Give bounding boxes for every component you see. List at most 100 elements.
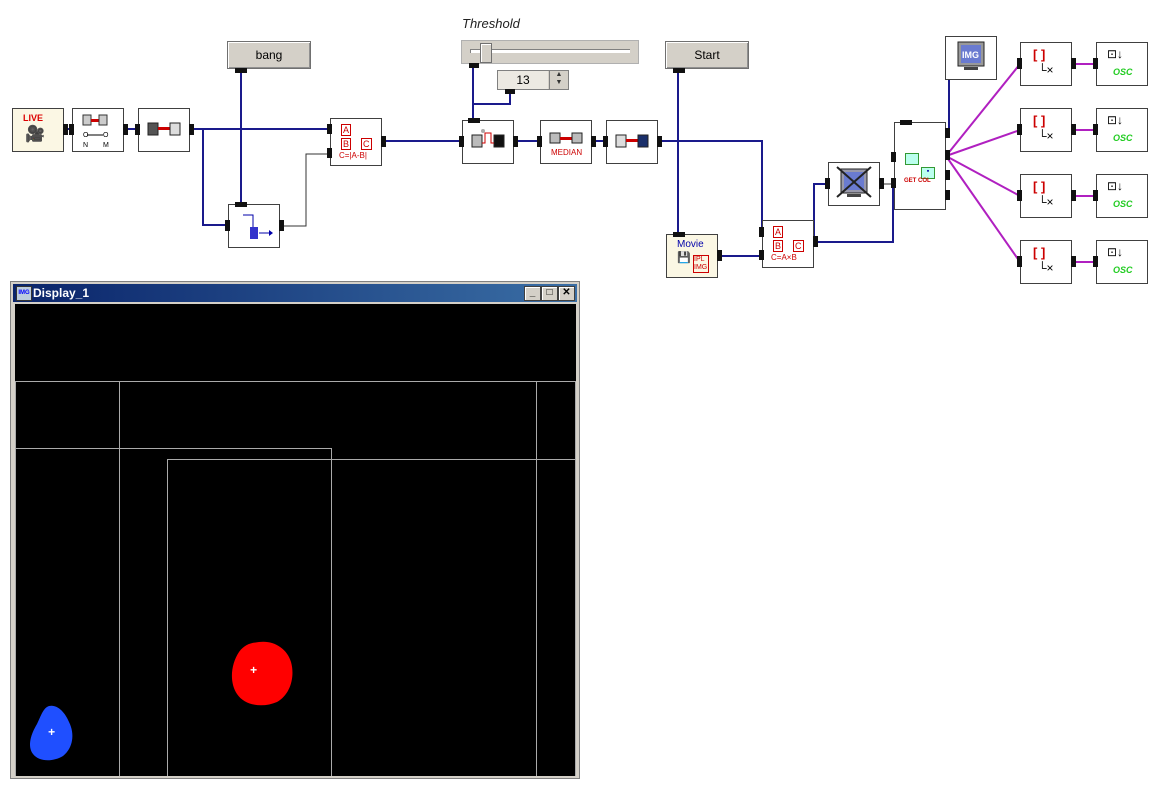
colorize-outlet[interactable] <box>657 136 662 147</box>
blob-track-node[interactable] <box>828 162 880 206</box>
extract-outlet-1[interactable] <box>1071 58 1076 69</box>
live-camera-node[interactable]: LIVE 🎥 <box>12 108 64 152</box>
threshold-value[interactable]: 13 <box>498 71 548 89</box>
sample-top-inlet[interactable] <box>235 202 247 207</box>
get-col-outlet-3[interactable] <box>945 170 950 180</box>
get-col-top-inlet[interactable] <box>900 120 912 125</box>
extract-inlet-3[interactable] <box>1017 190 1022 201</box>
median-outlet[interactable] <box>591 136 596 147</box>
color-convert-outlet[interactable] <box>189 124 194 135</box>
abs-diff-node[interactable]: A B C C=|A-B| <box>330 118 382 166</box>
bang-button[interactable]: bang <box>227 41 311 69</box>
osc-inlet-2[interactable] <box>1093 124 1098 135</box>
extract-node-1[interactable]: [ ] └× <box>1020 42 1072 86</box>
color-convert-node[interactable] <box>138 108 190 152</box>
multiply-inlet-b[interactable] <box>759 250 764 260</box>
sample-inlet[interactable] <box>225 220 230 231</box>
img-display-node[interactable]: IMG <box>945 36 997 80</box>
threshold-number-box[interactable]: 13 ▲▼ <box>497 70 569 90</box>
extract-node-3[interactable]: [ ] └× <box>1020 174 1072 218</box>
get-col-outlet-1[interactable] <box>945 128 950 138</box>
abs-diff-outlet[interactable] <box>381 136 386 147</box>
bracket-icon: [ ] <box>1033 245 1046 260</box>
slider-thumb[interactable] <box>480 43 492 63</box>
start-outlet[interactable] <box>673 68 685 73</box>
blob-track-outlet[interactable] <box>879 178 884 189</box>
colorize-inlet[interactable] <box>603 136 608 147</box>
movie-node[interactable]: Movie 💾 IPL IMG <box>666 234 718 278</box>
img-app-icon: IMG <box>16 286 32 301</box>
median-icon <box>549 132 583 144</box>
threshold-node[interactable] <box>462 120 514 164</box>
get-col-node[interactable]: ▪ GET COL <box>894 122 946 210</box>
display-video-area[interactable]: + + <box>15 304 576 776</box>
threshold-inlet[interactable] <box>459 136 464 147</box>
sample-icon <box>243 214 273 239</box>
switch-inlet[interactable] <box>69 124 74 135</box>
threshold-top-inlet[interactable] <box>468 118 480 123</box>
input-a-label: A <box>341 124 352 136</box>
multiply-inlet-a[interactable] <box>759 227 764 237</box>
sample-hold-node[interactable] <box>228 204 280 248</box>
osc-node-1[interactable]: ⊡↓ OSC <box>1096 42 1148 86</box>
maximize-button[interactable]: □ <box>541 286 558 301</box>
get-col-inlet-2[interactable] <box>891 178 896 188</box>
svg-text:N: N <box>83 142 88 149</box>
movie-label: Movie <box>677 239 704 250</box>
extract-inlet-1[interactable] <box>1017 58 1022 69</box>
extract-node-2[interactable]: [ ] └× <box>1020 108 1072 152</box>
osc-inlet-3[interactable] <box>1093 190 1098 201</box>
camera-outlet[interactable] <box>63 124 68 135</box>
osc-inlet-1[interactable] <box>1093 58 1098 69</box>
movie-top-inlet[interactable] <box>673 232 685 237</box>
threshold-slider[interactable] <box>461 40 639 64</box>
get-col-inlet-1[interactable] <box>891 152 896 162</box>
multiply-formula: C=A×B <box>771 253 797 262</box>
multiply-node[interactable]: A B C C=A×B <box>762 220 814 268</box>
abs-diff-inlet-a[interactable] <box>327 124 332 134</box>
extract-outlet-3[interactable] <box>1071 190 1076 201</box>
abs-diff-inlet-b[interactable] <box>327 148 332 158</box>
spin-outlet[interactable] <box>505 89 515 94</box>
slider-outlet[interactable] <box>469 63 479 68</box>
bang-outlet[interactable] <box>235 68 247 73</box>
osc-label: OSC <box>1113 67 1133 77</box>
spin-arrows-icon[interactable]: ▲▼ <box>549 71 568 89</box>
minimize-button[interactable]: _ <box>524 286 541 301</box>
median-node[interactable]: MEDIAN <box>540 120 592 164</box>
close-button[interactable]: ✕ <box>558 286 575 301</box>
multiply-outlet[interactable] <box>813 236 818 247</box>
threshold-icon <box>471 129 505 148</box>
threshold-outlet[interactable] <box>513 136 518 147</box>
colorize-node[interactable] <box>606 120 658 164</box>
osc-node-3[interactable]: ⊡↓ OSC <box>1096 174 1148 218</box>
get-col-outlet-4[interactable] <box>945 190 950 200</box>
extract-inlet-2[interactable] <box>1017 124 1022 135</box>
img-label: IMG <box>962 50 979 60</box>
extract-outlet-4[interactable] <box>1071 256 1076 267</box>
extract-inlet-4[interactable] <box>1017 256 1022 267</box>
display-titlebar[interactable]: IMG Display_1 _ □ ✕ <box>13 284 577 302</box>
plug-icon: ⊡↓ <box>1107 47 1124 61</box>
colorize-icon <box>615 134 649 148</box>
sample-outlet[interactable] <box>279 220 284 231</box>
movie-outlet[interactable] <box>717 250 722 261</box>
osc-node-4[interactable]: ⊡↓ OSC <box>1096 240 1148 284</box>
extract-outlet-2[interactable] <box>1071 124 1076 135</box>
switch-outlet[interactable] <box>123 124 128 135</box>
switch-icon: O O N M <box>82 114 109 149</box>
color-convert-inlet[interactable] <box>135 124 140 135</box>
osc-node-2[interactable]: ⊡↓ OSC <box>1096 108 1148 152</box>
color-convert-icon <box>147 122 181 136</box>
display-window[interactable]: IMG Display_1 _ □ ✕ + + <box>10 281 580 779</box>
red-blob <box>231 641 293 706</box>
median-inlet[interactable] <box>537 136 542 147</box>
switch-node[interactable]: O O N M <box>72 108 124 152</box>
blob-track-inlet[interactable] <box>825 178 830 189</box>
svg-text:O: O <box>83 132 89 139</box>
osc-inlet-4[interactable] <box>1093 256 1098 267</box>
start-button[interactable]: Start <box>665 41 749 69</box>
extract-node-4[interactable]: [ ] └× <box>1020 240 1072 284</box>
get-col-outlet-2[interactable] <box>945 150 950 160</box>
